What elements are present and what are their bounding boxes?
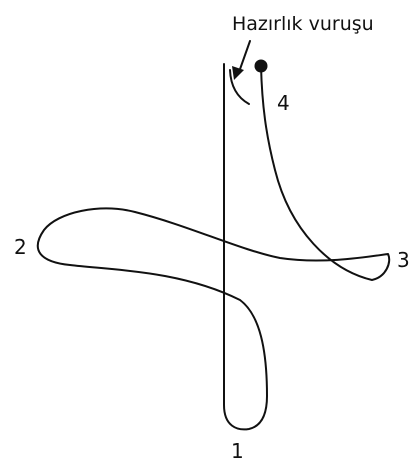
preparatory-beat-curve [230, 70, 249, 104]
beat-path [38, 64, 389, 429]
preparatory-beat-arrow [232, 41, 250, 80]
beat-label-3: 3 [397, 248, 410, 272]
preparatory-beat-label: Hazırlık vuruşu [232, 13, 374, 35]
beat-label-2: 2 [14, 235, 27, 259]
beat-label-4: 4 [277, 91, 290, 115]
beat-label-1: 1 [231, 439, 244, 463]
start-dot [255, 60, 268, 73]
